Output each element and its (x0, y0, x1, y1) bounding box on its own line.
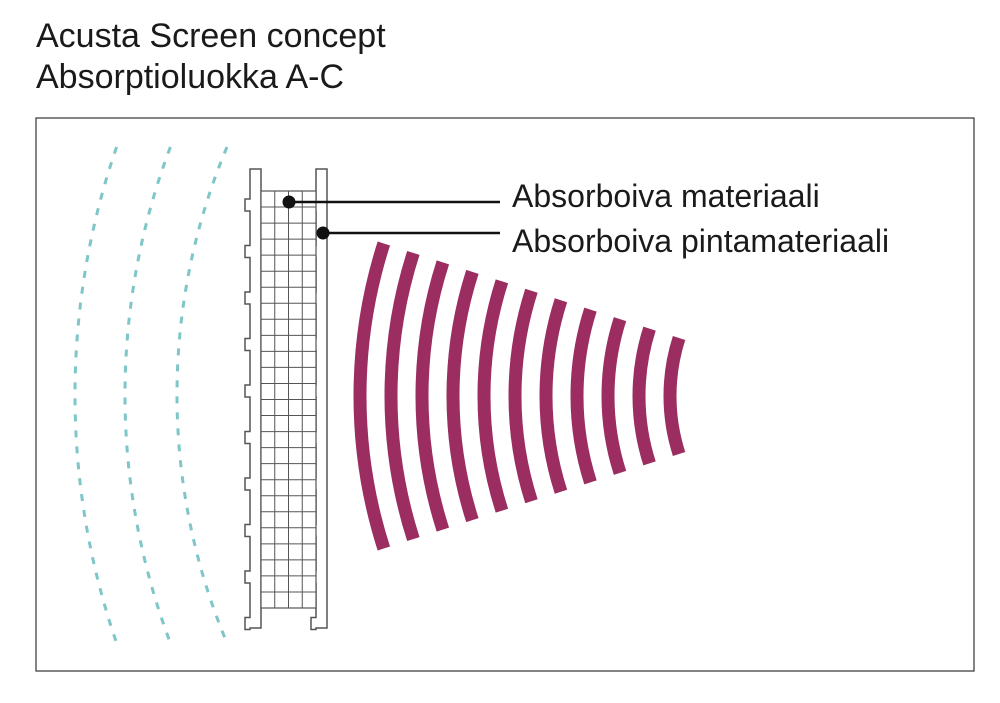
reflected-wave-arc (446, 269, 479, 523)
label-absorbing-surface-material: Absorboiva pintamateriaali (512, 223, 889, 259)
reflected-wave-arc (477, 279, 509, 513)
reflected-wave-arc (632, 326, 656, 466)
reflected-wave-arc (508, 288, 538, 504)
incoming-wave-arc (175, 146, 229, 644)
diagram-title: Acusta Screen concept (36, 17, 386, 55)
diagram-subtitle: Absorptioluokka A-C (36, 58, 345, 96)
reflected-wave-arc (539, 298, 568, 494)
reflected-wave-arc (601, 317, 627, 475)
incoming-sound-waves (73, 146, 229, 644)
label-absorbing-material: Absorboiva materiaali (512, 178, 820, 214)
absorbing-material-grid (260, 190, 317, 609)
incoming-wave-arc (73, 146, 119, 644)
reflected-wave-arc (570, 307, 597, 485)
reflected-wave-arc (353, 241, 391, 551)
panel-left-rail (244, 168, 262, 631)
leader-dot (282, 195, 296, 209)
reflected-sound-waves (353, 241, 686, 551)
incoming-wave-arc (123, 146, 172, 644)
callout-absorbing-material: Absorboiva materiaali (282, 178, 820, 214)
acoustic-panel (244, 168, 328, 631)
callout-absorbing-surface-material: Absorboiva pintamateriaali (316, 223, 889, 259)
reflected-wave-arc (415, 260, 450, 532)
diagram-frame (35, 117, 975, 672)
reflected-wave-arc (663, 336, 686, 456)
reflected-wave-arc (384, 250, 420, 542)
leader-dot (316, 226, 330, 240)
